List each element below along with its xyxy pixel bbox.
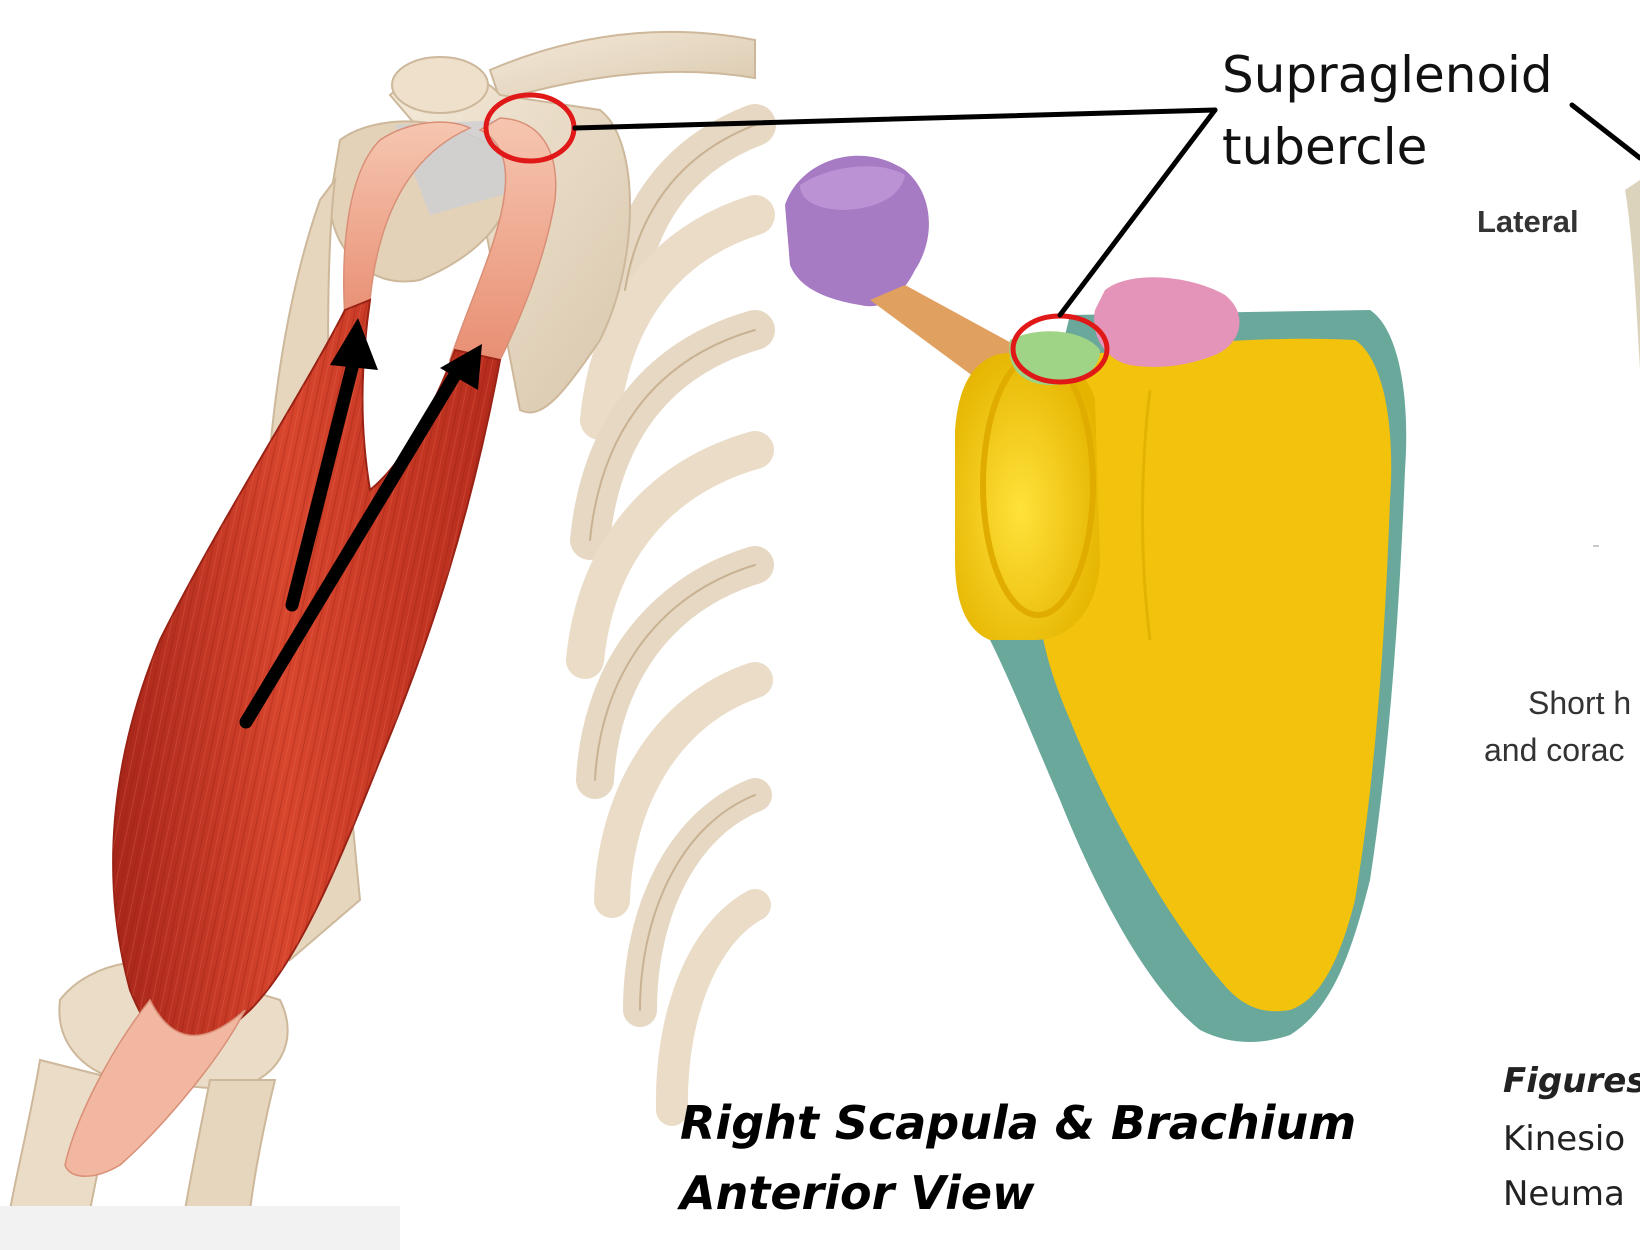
credit-line2: Kinesio	[1503, 1119, 1626, 1159]
rib-outline	[624, 124, 756, 291]
callout-line-middle	[1057, 107, 1218, 318]
arrow-short-head-shaft	[285, 345, 363, 612]
brachium-illustration	[0, 0, 776, 1250]
inset-bone-fragment	[1625, 180, 1640, 370]
rib	[580, 195, 775, 440]
rib-cage	[566, 104, 776, 1126]
coracoid-process-top	[800, 166, 905, 210]
subscapular-fossa	[1036, 338, 1392, 1012]
rib	[594, 662, 773, 918]
fossa-ridge	[1141, 389, 1152, 641]
figure-caption-line2: Anterior View	[680, 1166, 1035, 1220]
rib-outline	[589, 329, 756, 541]
arrow-long-head-shaft	[239, 368, 462, 729]
callout-label-line1: Supraglenoid	[1222, 46, 1553, 104]
coracoid-neck	[870, 285, 1015, 385]
biceps-distal-tendon	[64, 998, 246, 1177]
scapula-diagram	[785, 155, 1407, 1042]
callout-line-right	[1569, 102, 1640, 161]
rib-outline	[639, 794, 756, 1011]
callout-lines	[572, 102, 1640, 318]
acromion-process	[1094, 277, 1240, 367]
credit-line1: Figures	[1503, 1061, 1640, 1101]
arrow-short-head-head	[330, 318, 378, 370]
panel-footer-strip	[0, 1206, 400, 1250]
credit-line3: Neuma	[1503, 1174, 1625, 1214]
inset-speck	[1593, 545, 1599, 547]
inset-lateral-label: Lateral	[1477, 204, 1579, 239]
short-head-tendon	[343, 121, 472, 322]
callout-line-left	[572, 107, 1218, 131]
muscle-pull-arrows	[239, 318, 482, 729]
arrow-long-head-head	[440, 344, 482, 390]
inset-label-line1: Short h	[1528, 685, 1632, 721]
rib	[566, 431, 774, 679]
right-inset-figure	[1593, 180, 1640, 547]
callout-label-line2: tubercle	[1222, 118, 1428, 176]
rib-outline	[594, 564, 756, 781]
acromion-knob	[391, 56, 489, 114]
inset-label-line2: and corac	[1484, 732, 1625, 768]
figure-caption-line1: Right Scapula & Brachium	[680, 1096, 1357, 1150]
rib	[655, 889, 771, 1126]
muscle-fiber-texture	[113, 300, 500, 1060]
supraglenoid-tubercle	[1009, 331, 1100, 385]
clavicle	[488, 30, 756, 102]
